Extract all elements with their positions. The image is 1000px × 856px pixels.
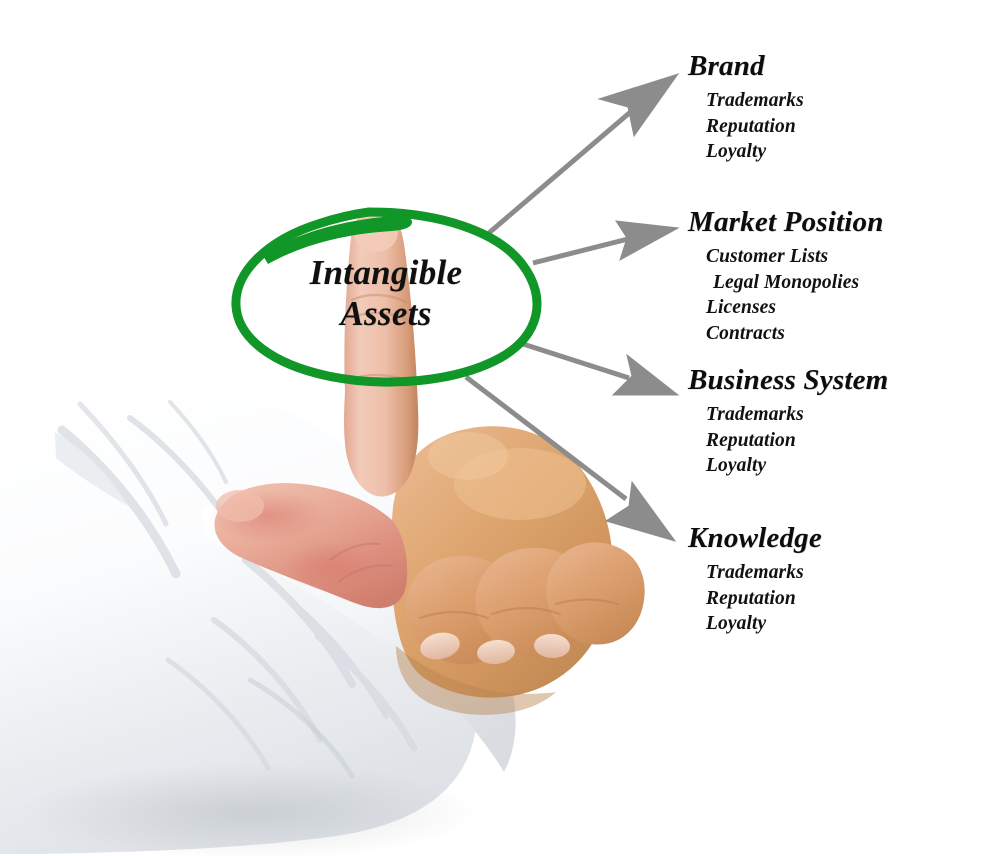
branch-item: Reputation (706, 587, 796, 609)
folded-fingers (405, 542, 645, 665)
branch-title: Brand (688, 50, 765, 82)
branch-knowledge: Knowledge Trademarks Reputation Loyalty (688, 524, 822, 637)
branch-item: Customer Lists (706, 246, 829, 267)
center-label-line-2: Assets (340, 294, 432, 334)
arrow-to-business-system (522, 341, 680, 396)
branch-item: Trademarks (706, 90, 804, 111)
center-label-line-1: Intangible (309, 253, 463, 292)
branch-item-list: Trademarks Reputation Loyalty (706, 560, 822, 637)
branch-title: Business System (688, 364, 889, 396)
branch-item: Reputation (706, 115, 796, 137)
branch-item: Reputation (706, 429, 796, 451)
branch-title: Market Position (688, 206, 884, 238)
branch-brand: Brand Trademarks Reputation Loyalty (688, 52, 804, 165)
arrow-to-knowledge (464, 375, 677, 542)
branch-item: Loyalty (706, 455, 767, 477)
branch-item: Loyalty (706, 141, 767, 163)
arrow-to-market-position (532, 220, 680, 266)
branch-item: Legal Monopolies (713, 271, 860, 293)
branch-item: Trademarks (706, 404, 804, 425)
arrow-to-brand (481, 73, 680, 240)
branch-item: Contracts (706, 323, 785, 345)
branch-item: Licenses (706, 297, 777, 319)
branch-item-list: Trademarks Reputation Loyalty (706, 402, 888, 479)
branch-market-position: Market Position Customer Lists Legal Mon… (688, 208, 884, 347)
branch-item-list: Trademarks Reputation Loyalty (706, 88, 804, 165)
branch-item: Trademarks (706, 562, 804, 583)
hand (210, 207, 645, 715)
center-node-label: Intangible Assets (246, 252, 526, 335)
branch-business-system: Business System Trademarks Reputation Lo… (688, 366, 888, 479)
branch-title: Knowledge (688, 522, 822, 554)
branch-item: Loyalty (706, 613, 767, 635)
branch-item-list: Customer Lists Legal Monopolies Licenses… (706, 244, 884, 347)
